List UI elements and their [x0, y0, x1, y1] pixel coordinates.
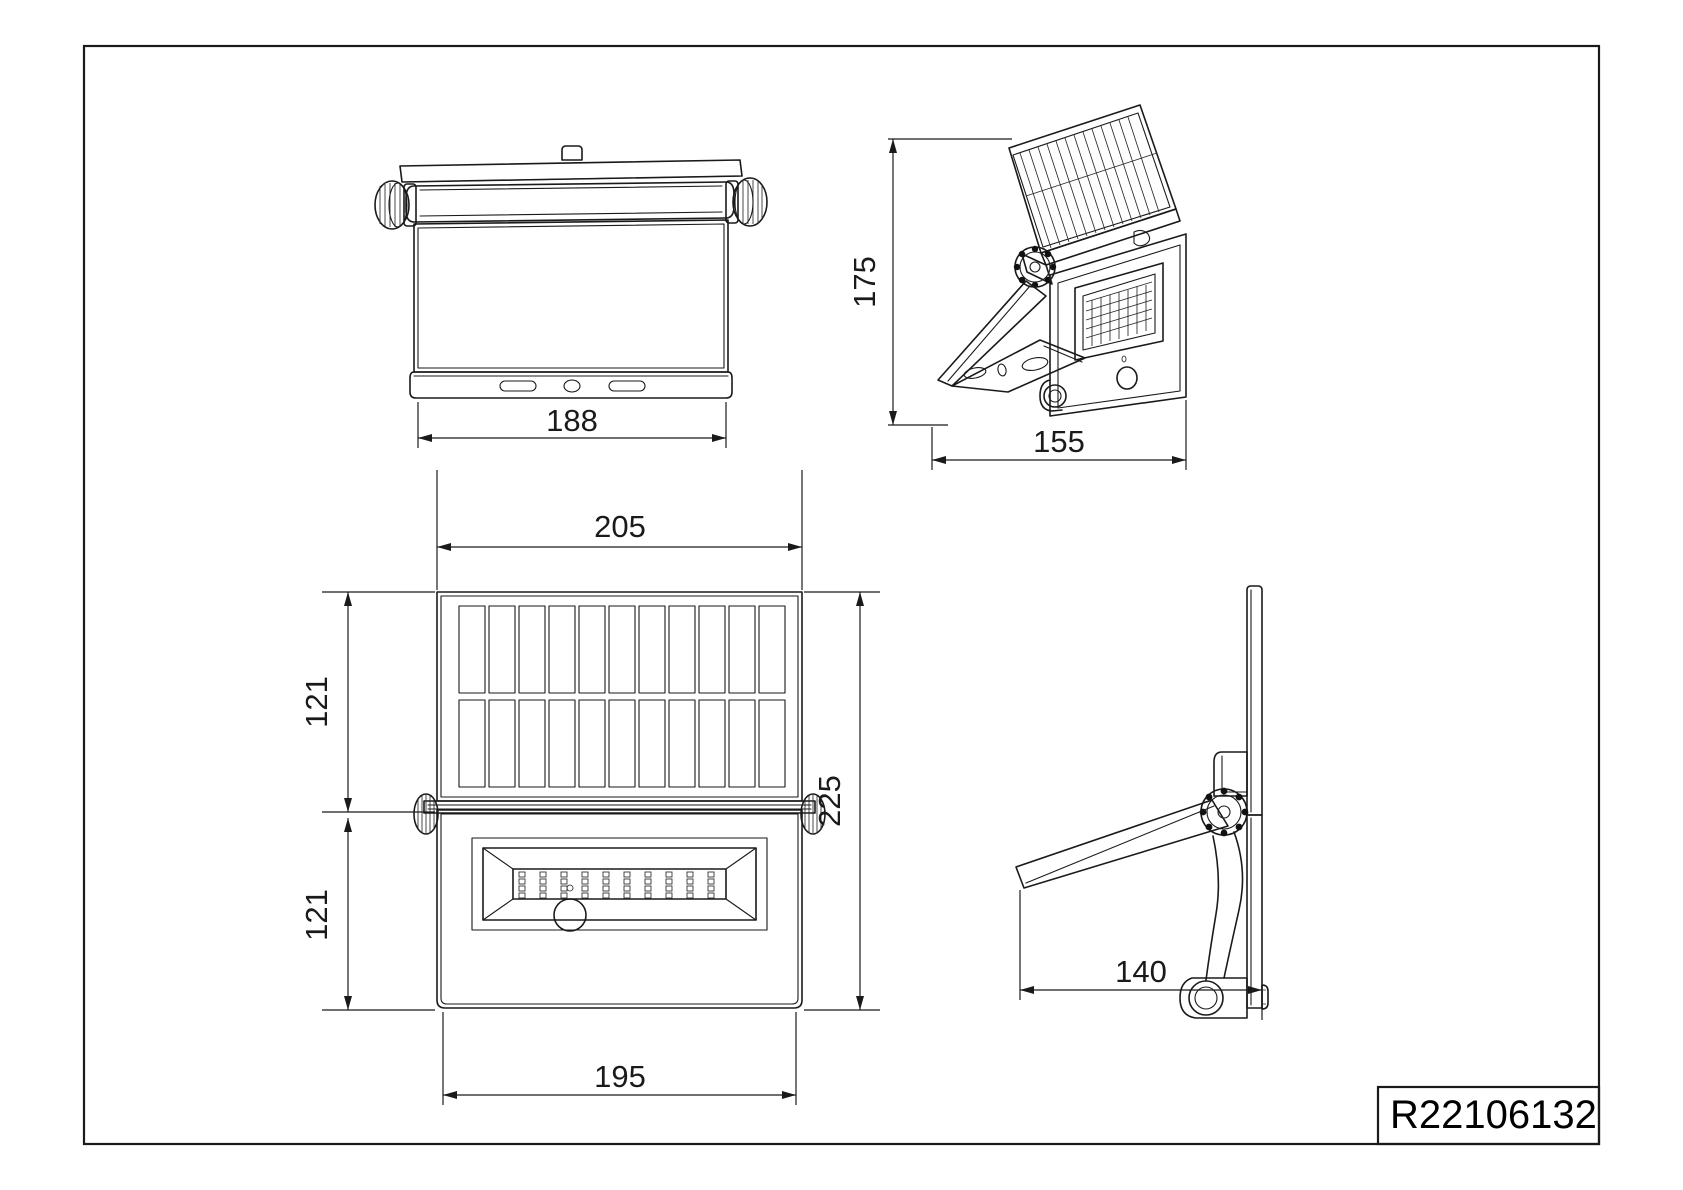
front-led-array: [518, 871, 715, 899]
dimension-195-label: 195: [594, 1059, 646, 1094]
side-bracket-inner: [1205, 835, 1220, 981]
side-bracket-outer: [1223, 831, 1244, 979]
front-pir-sensor: [553, 884, 587, 932]
top-view-base-details: [499, 379, 646, 393]
front-lamp-body-inner: [440, 813, 799, 1005]
top-view-panel-edge: [399, 159, 743, 183]
dimension-188-label: 188: [546, 403, 598, 438]
dimension-175: 175: [847, 138, 1012, 426]
front-hinge-bar: [413, 793, 826, 835]
dimension-140: 140: [1019, 890, 1263, 1020]
front-led-window: [512, 868, 727, 900]
dimension-225-label: 225: [812, 775, 847, 827]
dimension-121-lower-label: 121: [299, 889, 334, 941]
dimension-205: 205: [436, 470, 803, 590]
iso-lamp-body: [1039, 233, 1187, 417]
front-solar-panel-inner: [440, 595, 799, 798]
front-lamp-body: [436, 809, 803, 1009]
dimension-121-upper: 121: [299, 591, 435, 813]
side-panel-slab: [1246, 585, 1263, 816]
side-base-hole-outer: [1188, 980, 1224, 1016]
front-view: 205 121 121 225: [299, 470, 880, 1105]
front-solar-cells: [458, 605, 786, 788]
top-view: 188: [374, 145, 768, 448]
front-led-bevels: [482, 847, 757, 921]
side-panel-arm: [1015, 799, 1229, 889]
dimension-188: 188: [417, 402, 727, 448]
dimension-140-label: 140: [1115, 954, 1167, 989]
side-view: 140: [1015, 585, 1269, 1020]
dimension-225: 225: [804, 591, 880, 1011]
iso-panel-bracket: [1021, 253, 1053, 285]
iso-panel-pivot-right: [1133, 229, 1151, 247]
front-led-recess-outer: [471, 837, 768, 931]
top-view-hinge-line-1: [419, 185, 723, 191]
top-view-hinge-line-2: [419, 211, 723, 217]
dimension-121-lower: 121: [299, 818, 435, 1011]
top-view-base: [409, 371, 733, 399]
part-number: R22106132: [1390, 1093, 1597, 1137]
top-view-body-inner: [417, 223, 725, 369]
dimension-195: 195: [442, 1012, 797, 1105]
isometric-view: 175 155: [847, 104, 1187, 470]
dimension-155-label: 155: [1033, 424, 1085, 459]
sheet-border: [82, 44, 1601, 1146]
iso-pir-sensor: [1116, 366, 1138, 390]
iso-mount-arm: [937, 280, 1086, 393]
side-panel-arm-line: [1025, 805, 1215, 884]
top-view-tab: [561, 145, 583, 161]
side-hinge-knob: [1199, 787, 1249, 837]
top-view-knob-left: [374, 180, 417, 230]
dimension-205-label: 205: [594, 509, 646, 544]
dimension-121-upper-label: 121: [299, 676, 334, 728]
top-view-panel-edge-line: [403, 175, 741, 183]
title-block: R22106132: [1376, 1085, 1601, 1146]
top-view-knob-right: [725, 177, 768, 227]
dimension-175-label: 175: [847, 256, 882, 308]
side-base-hole-inner: [1194, 986, 1218, 1010]
side-base-foot: [1179, 977, 1248, 1019]
dimension-155: 155: [931, 400, 1187, 470]
side-slab-tab: [1261, 984, 1269, 1010]
title-block-box: [1376, 1085, 1601, 1146]
iso-solar-panel: [1008, 104, 1181, 266]
